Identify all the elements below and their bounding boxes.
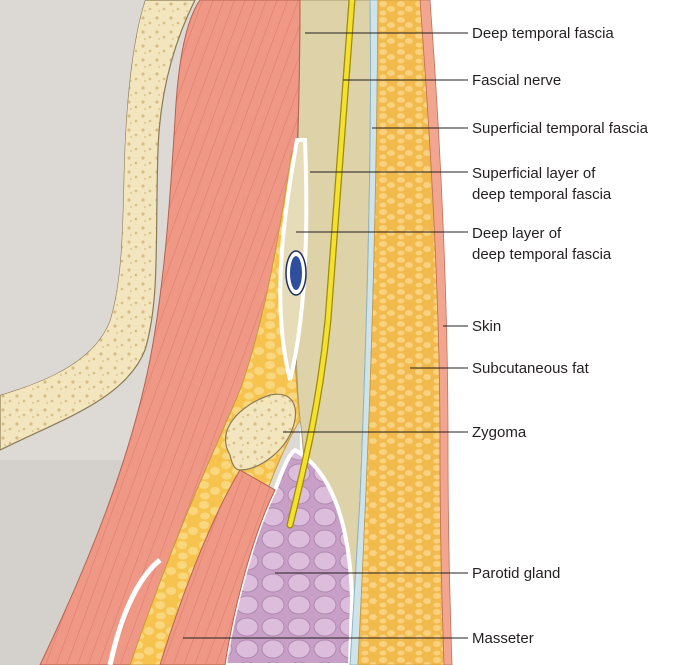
leader-lines bbox=[183, 32, 468, 639]
label-deep-layer: Deep layer of deep temporal fascia bbox=[472, 225, 612, 263]
label-parotid-gland: Parotid gland bbox=[472, 565, 560, 582]
vessel-lumen bbox=[290, 256, 302, 290]
label-zygoma: Zygoma bbox=[472, 424, 527, 441]
labels: Deep temporal fascia Fascial nerve Super… bbox=[472, 25, 649, 647]
skull-bone bbox=[0, 0, 196, 451]
fascia-white-line bbox=[107, 558, 162, 665]
zygoma-bone bbox=[224, 393, 297, 471]
label-masseter: Masseter bbox=[472, 630, 534, 647]
skin-layer bbox=[419, 0, 453, 665]
label-deep-temporal-fascia: Deep temporal fascia bbox=[472, 25, 614, 42]
label-fascial-nerve: Fascial nerve bbox=[472, 72, 561, 89]
facial-nerve-core bbox=[287, 0, 355, 528]
label-superficial-layer: Superficial layer of deep temporal fasci… bbox=[472, 165, 612, 203]
label-superficial-temporal-fascia: Superficial temporal fascia bbox=[472, 120, 649, 137]
masseter-muscle bbox=[159, 469, 276, 665]
label-subcutaneous-fat: Subcutaneous fat bbox=[472, 360, 590, 377]
skull-cavity-edge bbox=[0, 0, 145, 395]
label-skin: Skin bbox=[472, 318, 501, 335]
